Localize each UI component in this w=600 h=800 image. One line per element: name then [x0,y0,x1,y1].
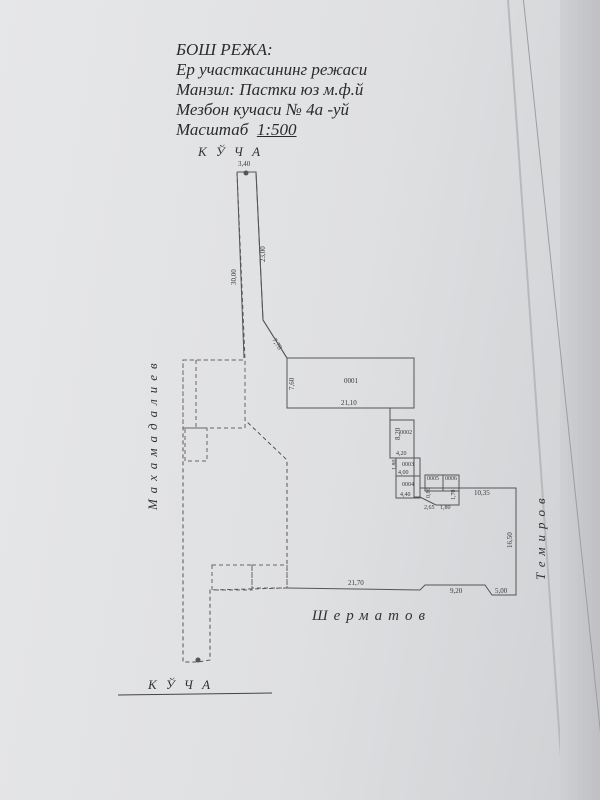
label-building-0001: 0001 [344,377,359,385]
street-label-bottom: Шерматов [311,608,431,624]
dim-1035: 10,35 [474,489,490,497]
dim-265: 2,65 [424,505,435,511]
scale-label: Масштаб [176,120,249,139]
street-label-top: К Ў Ч А [197,144,263,159]
header-street: Мезбон кучаси № 4а -уй [176,100,350,119]
dim-500: 5,00 [495,587,508,595]
dim-right-long: 23,00 [259,246,267,262]
dim-block-bottom: 21,10 [341,399,357,407]
header-scale: Масштаб 1:500 [176,120,367,140]
boundary-point-bottom [195,657,201,663]
street-label-left: Махамадалиев [145,357,160,511]
header-address: Манзил: Пастки юз м.ф.й [176,80,364,99]
dashed-structure-2 [184,427,208,462]
dim-170: 1,70 [451,490,457,501]
dim-400: 4,00 [398,470,409,476]
label-building-0002: 0002 [400,430,412,436]
parcel-boundary [237,171,415,409]
header-subtitle: Ер участкасининг режаси [176,60,368,79]
label-building-0005: 0005 [427,476,439,482]
label-building-0006: 0006 [445,476,457,482]
dim-820: 8,20 [394,427,402,440]
label-building-0003: 0003 [402,462,414,468]
dim-180b: 1,80 [440,505,451,511]
dim-1650: 16,50 [506,532,514,548]
dim-180: 1,80 [392,460,398,471]
dashed-structure-4 [251,564,288,589]
dim-440: 4,40 [400,492,411,498]
dim-2170: 21,70 [348,579,364,587]
street-label-right: Темиров [533,492,548,580]
scale-value: 1:500 [256,120,297,139]
dim-080: 0,80 [426,488,432,499]
dashed-structure-3 [211,564,253,591]
dim-920: 9,20 [450,587,463,595]
dim-left-long: 30,00 [230,269,238,285]
street-label-bottom-left: К Ў Ч А [147,677,213,692]
dim-420: 4,20 [396,451,407,457]
building-0006 [442,474,460,492]
dashed-structure-1 [182,359,246,429]
parcel-boundary-left [182,171,288,663]
label-building-0004: 0004 [402,482,414,488]
dim-block-left: 7,60 [288,377,296,390]
document-header: БОШ РЕЖА: Ер участкасининг режаси Манзил… [176,40,367,140]
header-title: БОШ РЕЖА: [176,40,273,59]
building-0001 [286,357,415,409]
building-0004 [395,475,421,499]
dim-top-width: 3,40 [238,160,251,168]
boundary-point-top [243,170,249,176]
